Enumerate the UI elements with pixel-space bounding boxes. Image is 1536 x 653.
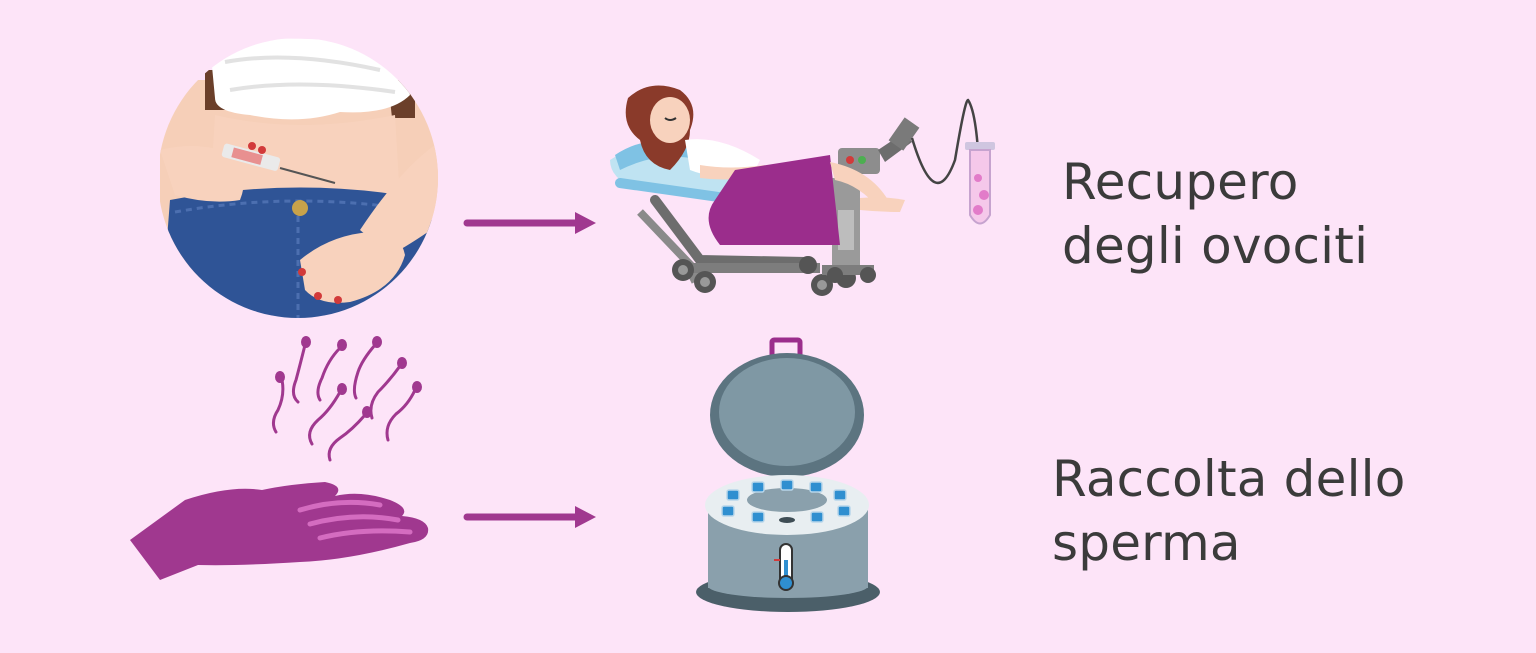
step-label-line1: Recupero bbox=[1062, 153, 1299, 211]
egg-retrieval-procedure-icon bbox=[610, 85, 995, 296]
step-label-sperm-collection: Raccolta dello sperma bbox=[1052, 447, 1406, 575]
arrow-bottom bbox=[463, 506, 596, 528]
step-label-line2: sperma bbox=[1052, 514, 1241, 572]
injection-abdomen-icon bbox=[158, 38, 438, 318]
step-label-line1: Raccolta dello bbox=[1052, 450, 1406, 508]
arrow-top bbox=[463, 212, 596, 234]
step-label-line2: degli ovociti bbox=[1062, 217, 1369, 275]
step-label-egg-retrieval: Recupero degli ovociti bbox=[1062, 150, 1368, 278]
cryo-storage-tank-icon bbox=[696, 337, 880, 612]
hand-with-sperm-icon bbox=[130, 336, 429, 580]
